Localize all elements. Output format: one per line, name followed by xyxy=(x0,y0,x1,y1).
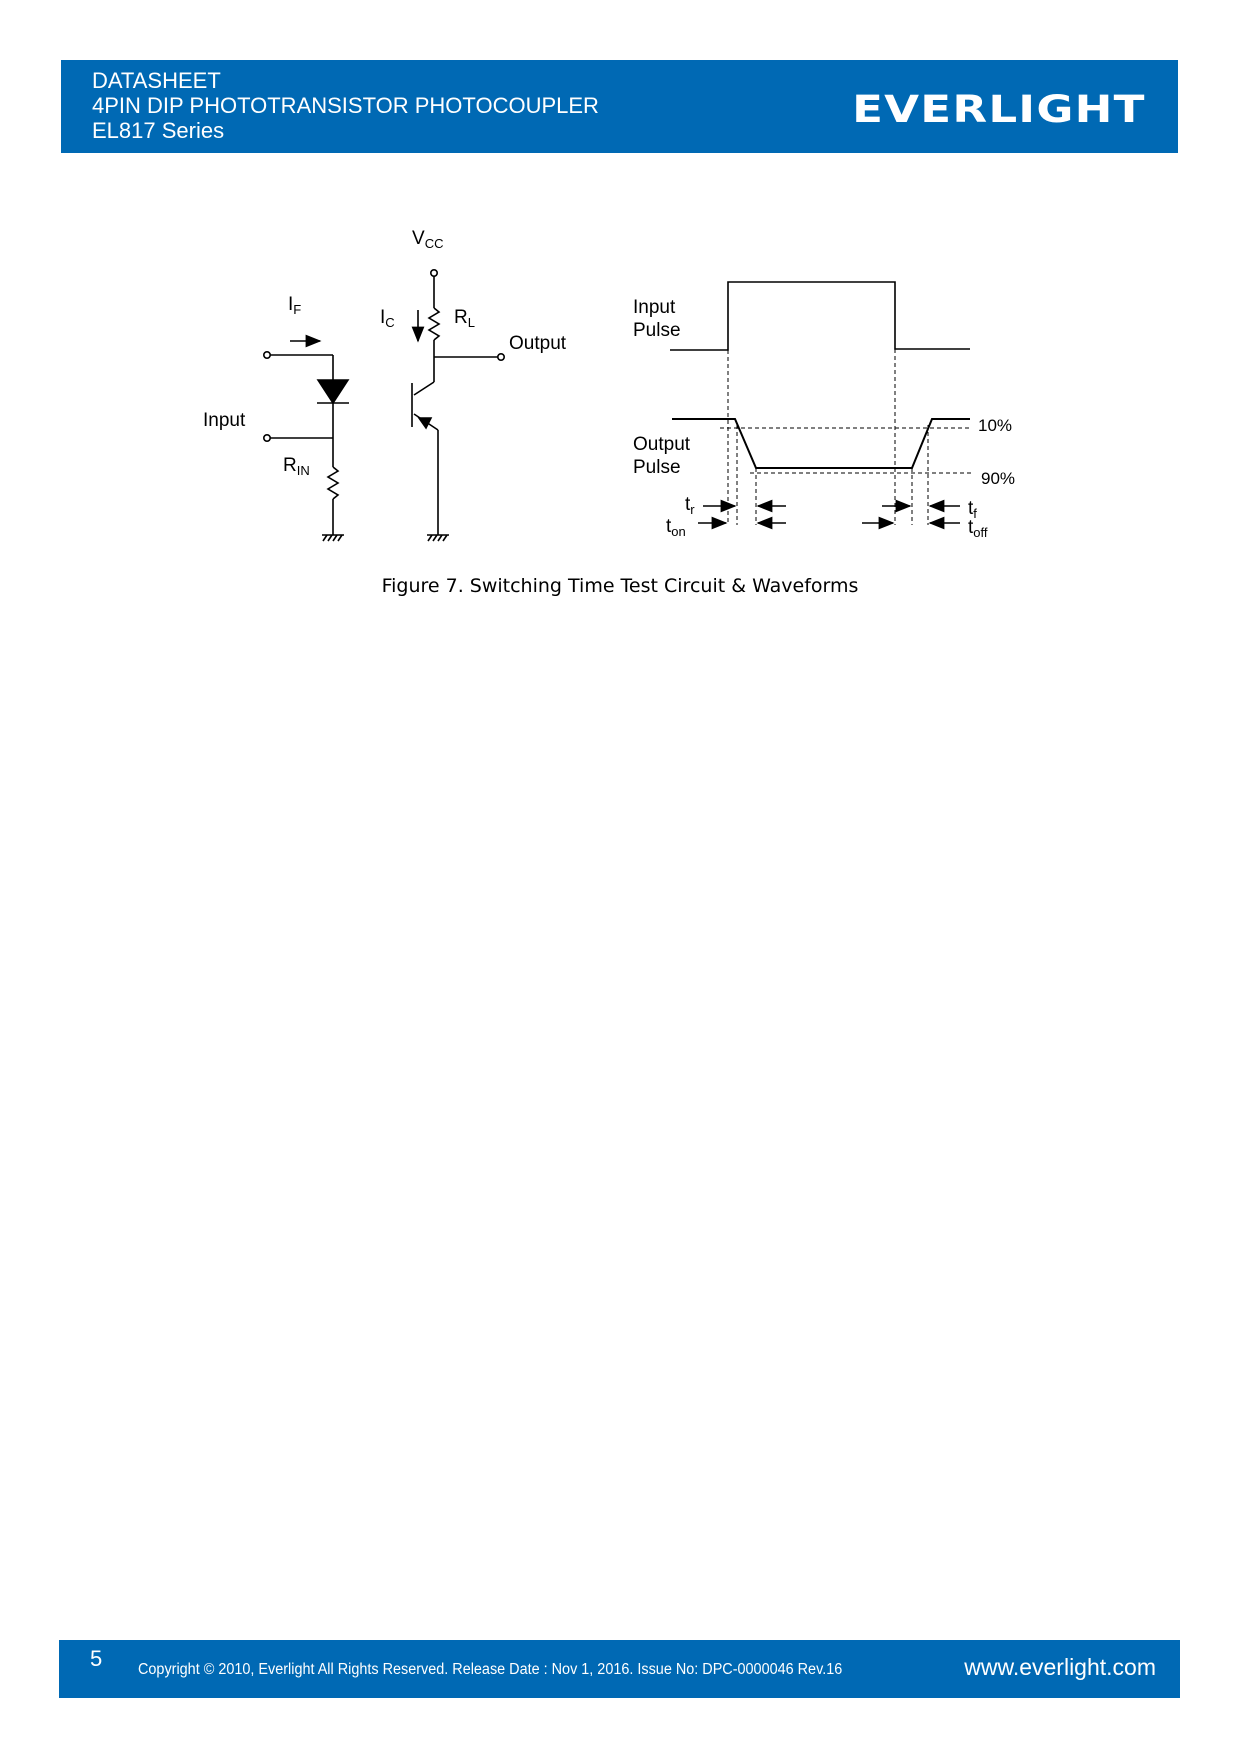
output-pulse-label-2: Pulse xyxy=(633,457,681,478)
level-10-label: 10% xyxy=(978,416,1012,435)
header-product-type: 4PIN DIP PHOTOTRANSISTOR PHOTOCOUPLER xyxy=(92,93,599,118)
input-label: Input xyxy=(203,410,246,431)
ic-label: IC xyxy=(380,307,395,330)
level-90-label: 90% xyxy=(981,469,1015,488)
header-title-block: DATASHEET 4PIN DIP PHOTOTRANSISTOR PHOTO… xyxy=(92,68,599,143)
copyright-text: Copyright © 2010, Everlight All Rights R… xyxy=(138,1661,843,1678)
tf-label: tf xyxy=(968,498,977,521)
toff-label: toff xyxy=(968,517,988,540)
input-pulse-label-2: Pulse xyxy=(633,320,681,341)
output-pulse-label-1: Output xyxy=(633,434,691,455)
page-header: DATASHEET 4PIN DIP PHOTOTRANSISTOR PHOTO… xyxy=(61,60,1178,153)
input-pulse-label-1: Input xyxy=(633,297,676,318)
rl-label: RL xyxy=(454,307,475,330)
page-number: 5 xyxy=(90,1646,103,1671)
website-link[interactable]: www.everlight.com xyxy=(964,1654,1156,1680)
if-label: IF xyxy=(288,294,301,317)
page-footer: 5 Copyright © 2010, Everlight All Rights… xyxy=(59,1640,1180,1698)
header-doc-type: DATASHEET xyxy=(92,68,221,93)
header-series: EL817 Series xyxy=(92,118,225,143)
ton-label: ton xyxy=(666,516,686,539)
vcc-label: VCC xyxy=(412,228,443,251)
switching-circuit-diagram: VCC IF IC RL RIN Input Output Input Puls… xyxy=(203,228,1015,542)
output-label: Output xyxy=(509,333,567,354)
everlight-logo: EVERLIGHT xyxy=(852,88,1146,131)
rin-label: RIN xyxy=(283,455,310,478)
figure-caption: Figure 7. Switching Time Test Circuit & … xyxy=(381,575,859,597)
tr-label: tr xyxy=(685,494,695,517)
figure-switching-time: VCC IF IC RL RIN Input Output Input Puls… xyxy=(190,220,1050,560)
